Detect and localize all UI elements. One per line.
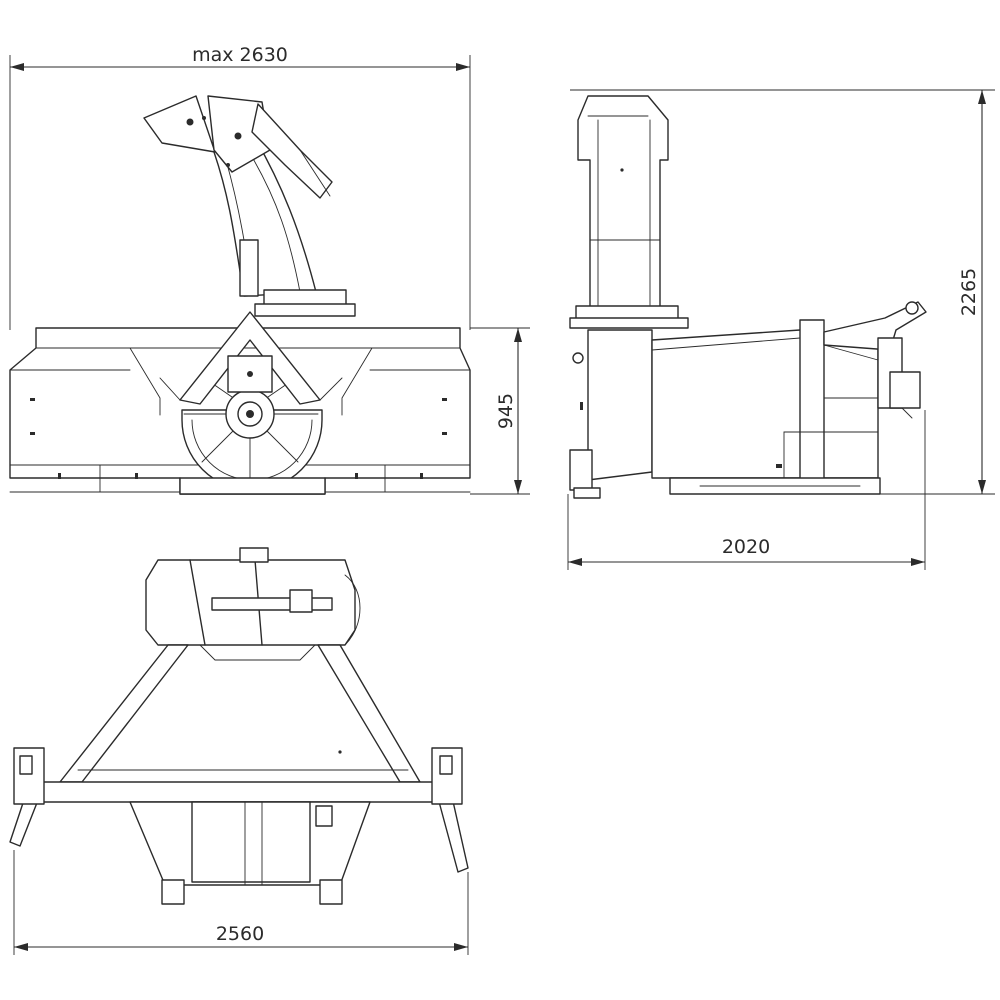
side-hitch	[823, 301, 927, 419]
front-impeller	[159, 311, 343, 495]
top-view	[9, 547, 469, 905]
dimension-side-length: 2020	[567, 410, 926, 570]
dim-max-width-label: max 2630	[192, 44, 288, 66]
dim-front-height-label: 945	[495, 393, 517, 429]
side-body	[569, 319, 881, 499]
dimension-max-width: max 2630	[9, 44, 471, 330]
front-chute	[143, 95, 356, 317]
side-view	[569, 95, 927, 499]
side-chute	[569, 95, 689, 329]
dim-total-height-label: 2265	[958, 268, 980, 316]
dimension-top-width: 2560	[13, 850, 469, 955]
dim-top-width-label: 2560	[216, 923, 264, 945]
top-chute-housing	[145, 547, 361, 661]
front-view	[9, 95, 471, 495]
dimension-total-height: 2265	[570, 89, 995, 495]
top-lower-box	[129, 801, 371, 905]
top-cross-beam	[9, 747, 469, 873]
dim-side-length-label: 2020	[722, 536, 770, 558]
dimension-front-height: 945	[470, 327, 530, 495]
top-a-frame	[59, 644, 421, 783]
